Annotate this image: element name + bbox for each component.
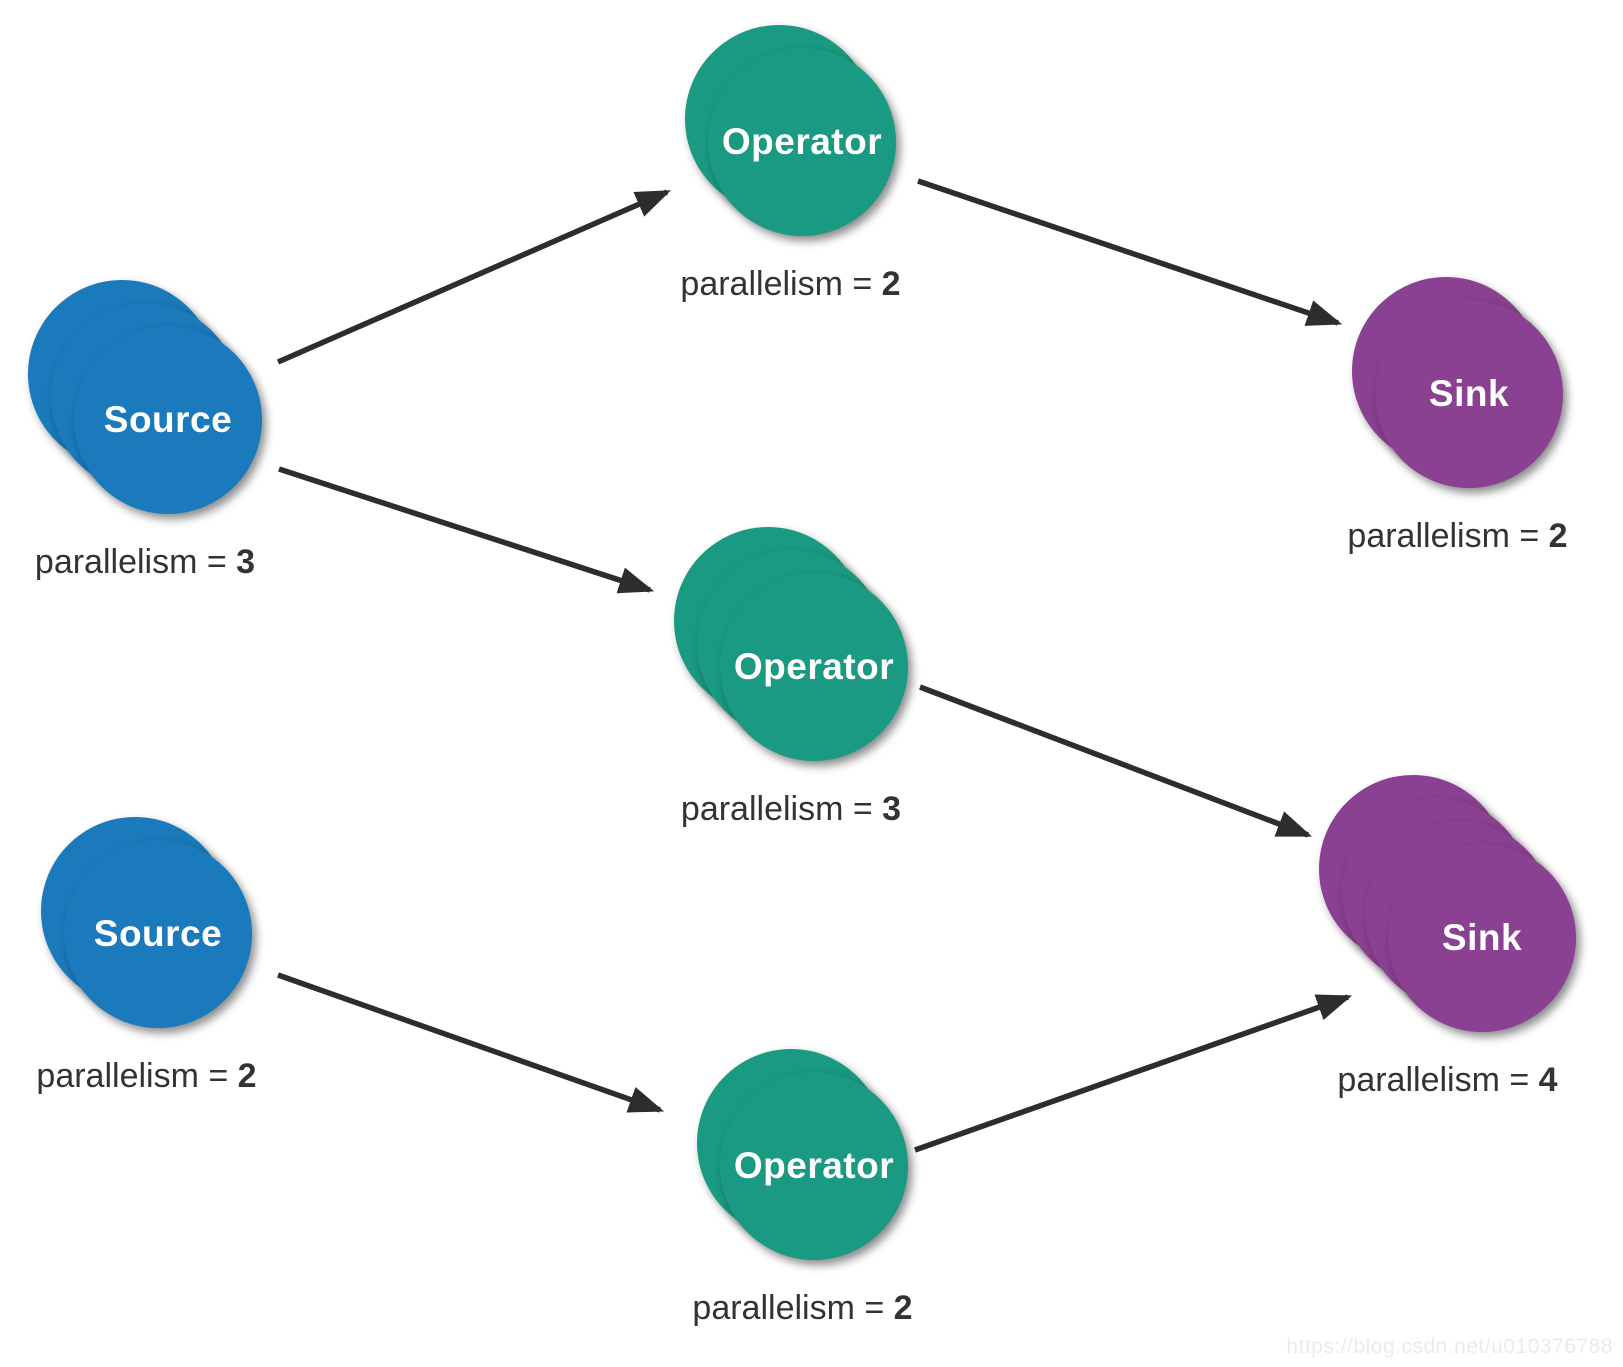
sink-2-replica-circle-1: Sink	[1388, 844, 1576, 1032]
edge-operator-3-to-sink-2	[914, 994, 1353, 1153]
operator-2-parallelism-value: 3	[882, 790, 902, 828]
operator-1-caption-prefix: parallelism =	[680, 265, 882, 303]
operator-2-label: Operator	[733, 646, 895, 687]
source-2-caption-prefix: parallelism =	[36, 1057, 238, 1095]
sink-2-label: Sink	[1441, 917, 1523, 958]
operator-3-label: Operator	[733, 1145, 895, 1186]
sink-1-replica-circle-1: Sink	[1375, 300, 1563, 488]
source-1-parallelism-caption: parallelism = 3	[34, 543, 256, 581]
operator-3-parallelism-caption: parallelism = 2	[692, 1289, 913, 1327]
source-2-replica-circle-1: Source	[64, 840, 252, 1028]
operator-1-replica-circle-1: Operator	[708, 48, 896, 236]
operator-3-parallelism-value: 2	[893, 1289, 913, 1327]
edge-operator-2-to-sink-2	[919, 684, 1313, 838]
sink-1-parallelism-caption: parallelism = 2	[1347, 517, 1568, 555]
edge-source-1-to-operator-1	[276, 189, 672, 365]
operator-2-parallelism-caption: parallelism = 3	[680, 790, 902, 828]
sink-1-parallelism-value: 2	[1548, 517, 1568, 555]
sink-1-label: Sink	[1428, 373, 1510, 414]
edge-operator-1-to-sink-1	[917, 178, 1343, 326]
source-2-parallelism-caption: parallelism = 2	[36, 1057, 257, 1095]
operator-3-caption-prefix: parallelism =	[692, 1289, 894, 1327]
source-1-replica-circle-1: Source	[74, 326, 262, 514]
source-2-label: Source	[93, 913, 223, 954]
edge-source-1-to-operator-2	[278, 466, 655, 594]
watermark: https://blog.csdn.net/u010376788	[1286, 1335, 1613, 1358]
operator-2-caption-prefix: parallelism =	[680, 790, 883, 828]
operator-1-label: Operator	[721, 121, 883, 162]
edge-source-2-to-operator-3	[277, 972, 665, 1113]
sink-2-parallelism-value: 4	[1538, 1061, 1558, 1099]
source-1-caption-prefix: parallelism =	[34, 543, 237, 581]
source-1-parallelism-value: 3	[236, 543, 256, 581]
sink-2-parallelism-caption: parallelism = 4	[1337, 1061, 1558, 1099]
source-1-label: Source	[103, 399, 233, 440]
sink-2-caption-prefix: parallelism =	[1337, 1061, 1539, 1099]
sink-1-caption-prefix: parallelism =	[1347, 517, 1549, 555]
source-2-parallelism-value: 2	[237, 1057, 257, 1095]
operator-1-parallelism-caption: parallelism = 2	[680, 265, 901, 303]
operator-3-replica-circle-1: Operator	[720, 1072, 908, 1260]
operator-2-replica-circle-1: Operator	[720, 573, 908, 761]
operator-1-parallelism-value: 2	[881, 265, 901, 303]
